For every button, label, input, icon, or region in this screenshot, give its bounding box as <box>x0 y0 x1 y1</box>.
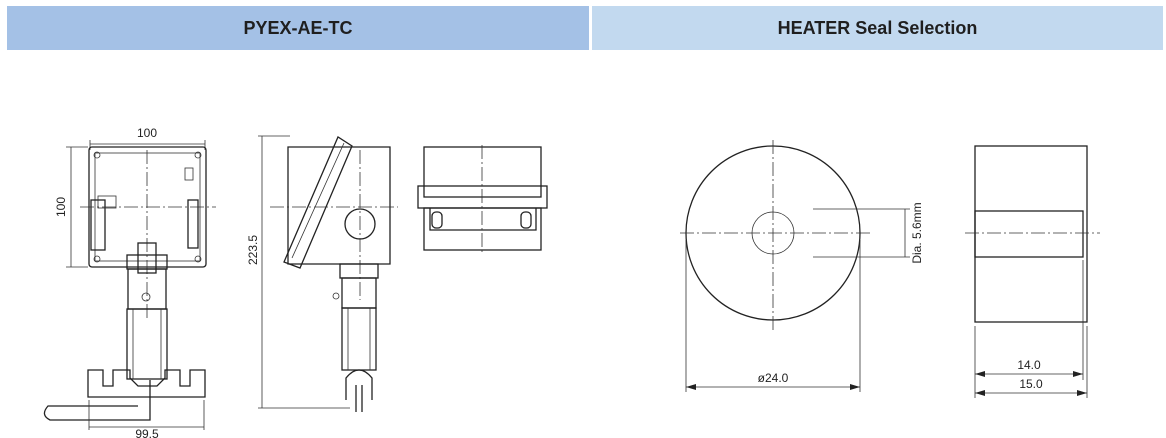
side-view: 223.5 <box>246 135 398 412</box>
dim-outer-length: 15.0 <box>1019 377 1043 391</box>
header-left-title: PYEX-AE-TC <box>243 17 353 38</box>
seal-side-view: 14.0 15.0 <box>965 145 1100 398</box>
dim-box-height: 100 <box>54 197 68 217</box>
dim-inner-length: 14.0 <box>1017 358 1041 372</box>
dim-box-width: 100 <box>137 126 157 140</box>
top-view <box>417 145 548 255</box>
dim-outer-dia: ø24.0 <box>758 371 789 385</box>
dim-total-height: 223.5 <box>246 235 260 265</box>
seal-front-view: Dia. 5.6mm ø24.0 <box>680 140 924 392</box>
header-pyex-ae-tc: PYEX-AE-TC <box>7 6 589 50</box>
dim-bottom-width: 99.5 <box>135 427 159 438</box>
front-view: 100 100 99.5 <box>43 126 216 438</box>
dim-hole-dia: Dia. 5.6mm <box>910 202 924 263</box>
header-heater-seal-selection: HEATER Seal Selection <box>592 6 1163 50</box>
header-right-title: HEATER Seal Selection <box>777 17 978 38</box>
